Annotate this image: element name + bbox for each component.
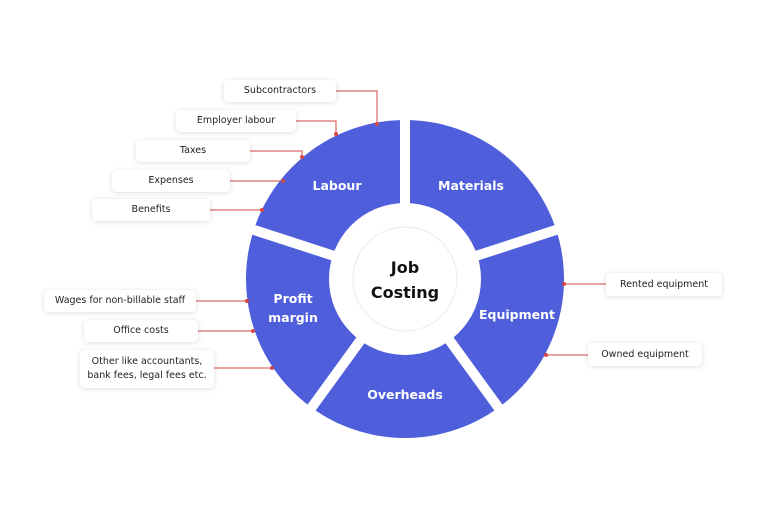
note-owned-equipment: Owned equipment: [588, 343, 702, 366]
center-title-line2: Costing: [371, 283, 439, 302]
center-title-line1: Job: [390, 258, 419, 277]
note-other-costs: Other like accountants, bank fees, legal…: [80, 350, 214, 388]
note-subcontractors: Subcontractors: [224, 80, 336, 102]
note-taxes: Taxes: [136, 140, 250, 162]
note-office-costs: Office costs: [84, 320, 198, 342]
segment-label-labour: Labour: [313, 178, 363, 193]
note-other-line1: Other like accountants,: [91, 356, 203, 367]
segment-label-equipment: Equipment: [479, 307, 555, 322]
connector-taxes: [250, 150, 303, 157]
center-disc: [329, 203, 481, 355]
note-expenses: Expenses: [112, 170, 230, 192]
note-employer-labour: Employer labour: [176, 110, 296, 132]
note-benefits: Benefits: [92, 199, 210, 221]
note-rented-equipment: Rented equipment: [606, 273, 722, 296]
segment-label-profit-1: Profit: [273, 291, 312, 306]
connector-dots: [245, 122, 566, 370]
note-other-line2: bank fees, legal fees etc.: [87, 370, 207, 381]
connector-subcontractors: [336, 90, 378, 124]
segment-label-materials: Materials: [438, 178, 504, 193]
note-wages-non-billable: Wages for non-billable staff: [44, 290, 196, 312]
center-ring: [352, 226, 458, 332]
segment-label-overheads: Overheads: [367, 387, 443, 402]
connector-employer-labour: [296, 120, 337, 134]
segment-label-profit-2: margin: [268, 310, 318, 325]
connector-lines: [196, 90, 606, 369]
